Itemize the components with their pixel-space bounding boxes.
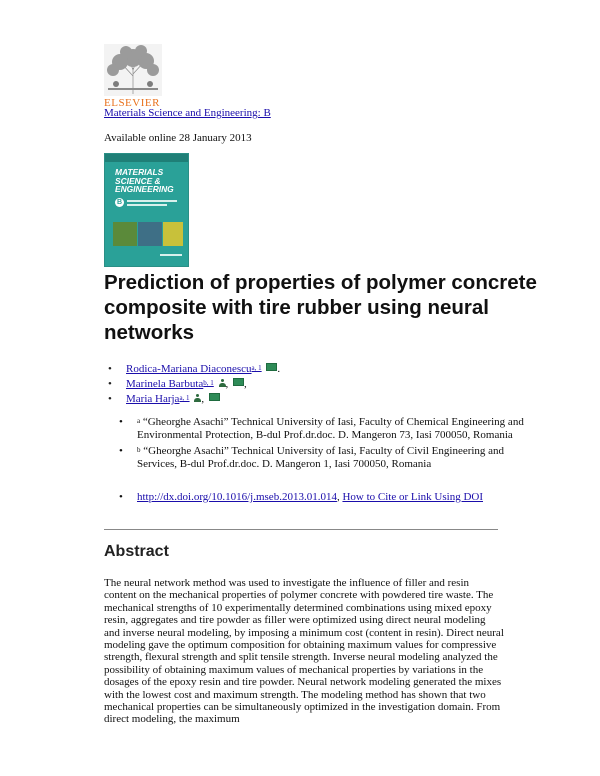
publisher-name: ELSEVIER (104, 97, 160, 109)
affiliation-item: b “Gheorghe Asachi” Technical University… (104, 445, 524, 471)
author-separator: , (225, 378, 229, 390)
journal-cover-image[interactable]: MATERIALS SCIENCE & ENGINEERING B (104, 153, 189, 267)
cover-subtitle-line (127, 200, 177, 202)
abstract-heading: Abstract (104, 543, 169, 560)
author-item: Marinela Barbutab, 1 , , (104, 378, 280, 393)
journal-link[interactable]: Materials Science and Engineering: B (104, 107, 271, 119)
section-divider (104, 529, 498, 530)
author-name-link[interactable]: Rodica-Mariana Diaconescu (126, 363, 252, 375)
affiliation-label: b (137, 446, 141, 454)
cover-title-line: SCIENCE & (115, 175, 161, 186)
doi-item: http://dx.doi.org/10.1016/j.mseb.2013.01… (104, 491, 483, 504)
author-name-link[interactable]: Marinela Barbuta (126, 378, 204, 390)
affiliation-list: a “Gheorghe Asachi” Technical University… (104, 416, 524, 474)
author-affiliation-sup[interactable]: b, 1 (203, 379, 214, 387)
cover-image-green (113, 222, 137, 246)
email-icon[interactable] (233, 378, 245, 386)
author-affiliation-sup[interactable]: a, 1 (179, 394, 190, 402)
elsevier-tree-logo (104, 44, 162, 96)
affiliation-label: a (137, 417, 141, 425)
affiliation-item: a “Gheorghe Asachi” Technical University… (104, 416, 524, 442)
author-list: Rodica-Mariana Diaconescua, 1 . Marinela… (104, 363, 280, 408)
cover-title-line: ENGINEERING (115, 184, 174, 195)
doi-link[interactable]: http://dx.doi.org/10.1016/j.mseb.2013.01… (137, 491, 337, 503)
cover-image-blue (138, 222, 162, 246)
cover-edition-badge: B (115, 198, 124, 207)
author-item: Maria Harjaa, 1 , (104, 393, 280, 408)
affiliation-text: “Gheorghe Asachi” Technical University o… (137, 445, 505, 470)
cover-title: MATERIALS SCIENCE & ENGINEERING (115, 168, 185, 194)
corresponding-author-icon[interactable] (194, 394, 202, 402)
cover-subtitle-line (127, 204, 167, 206)
cite-link[interactable]: How to Cite or Link Using DOI (342, 491, 483, 503)
doi-list: http://dx.doi.org/10.1016/j.mseb.2013.01… (104, 491, 483, 504)
doi-separator: , (336, 491, 340, 503)
author-separator: . (277, 363, 281, 375)
author-separator: , (201, 393, 205, 405)
author-affiliation-sup[interactable]: a, 1 (251, 364, 262, 372)
author-separator: , (244, 378, 247, 390)
cover-image-yellow (163, 222, 183, 246)
cover-top-band (105, 154, 188, 162)
email-icon[interactable] (266, 363, 278, 371)
available-online-date: Available online 28 January 2013 (104, 132, 252, 144)
abstract-text: The neural network method was used to in… (104, 577, 504, 726)
author-name-link[interactable]: Maria Harja (126, 393, 180, 405)
affiliation-text: “Gheorghe Asachi” Technical University o… (137, 416, 524, 441)
corresponding-author-icon[interactable] (218, 379, 226, 387)
cover-footer-line (160, 254, 182, 256)
email-icon[interactable] (208, 393, 220, 401)
article-title: Prediction of properties of polymer conc… (104, 271, 537, 344)
author-item: Rodica-Mariana Diaconescua, 1 . (104, 363, 280, 378)
cover-title-line: MATERIALS (115, 167, 164, 177)
